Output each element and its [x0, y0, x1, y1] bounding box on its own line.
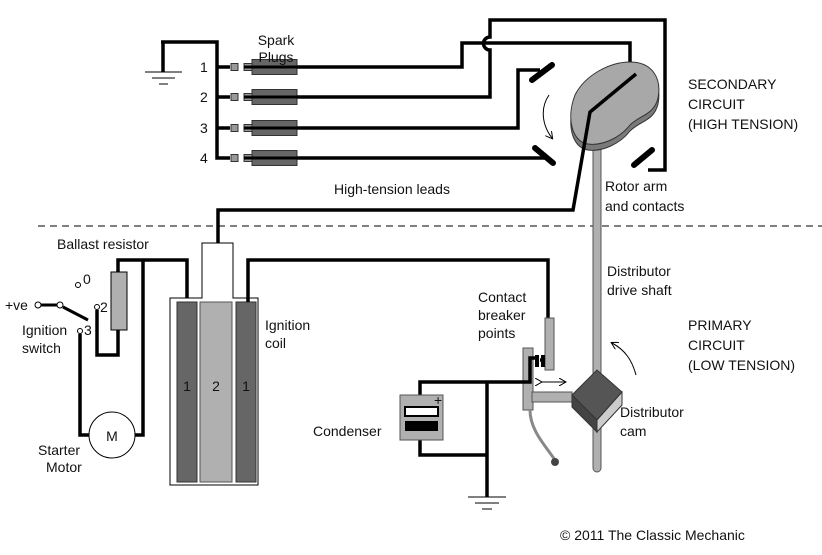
ground-symbol-primary: [468, 496, 506, 510]
plug-number-3: 3: [200, 120, 208, 136]
switch-to-ballast-wire: [95, 310, 120, 357]
contact-breaker-label-line3: points: [478, 325, 515, 341]
ht-lead-2: [297, 18, 667, 172]
rotor: [570, 61, 660, 151]
copyright: © 2011 The Classic Mechanic: [560, 527, 745, 543]
plug-number-1: 1: [200, 59, 208, 75]
plug-number-4: 4: [200, 150, 208, 166]
plug-number-2: 2: [200, 89, 208, 105]
switch-terminal-2: 2: [100, 299, 108, 315]
spark-plug-4: [230, 150, 298, 166]
ignition-switch-label-line2: switch: [22, 340, 61, 356]
switch-terminal-3: 3: [84, 322, 92, 338]
ballast-resistor: [110, 271, 128, 331]
secondary-circuit-label-line3: (HIGH TENSION): [688, 116, 798, 132]
switch-terminal-supply: +ve: [5, 297, 28, 313]
coil-primary-label-left: 1: [183, 378, 191, 394]
spark-plugs-label: Spark: [258, 32, 296, 48]
ht-lead-1: [297, 41, 632, 72]
spark-plugs-label-line2: Plugs: [258, 49, 293, 65]
secondary-circuit-label: SECONDARY: [688, 76, 777, 92]
starter-motor-label: Starter: [38, 442, 80, 458]
starter-feed-wire: [135, 260, 145, 437]
primary-circuit-label-line2: CIRCUIT: [688, 337, 745, 353]
high-tension-leads-label: High-tension leads: [334, 181, 450, 197]
ignition-switch: [34, 282, 100, 334]
rotor-arm-label: Rotor arm: [605, 178, 667, 194]
rotor-rotation-arrow: [542, 94, 552, 138]
primary-circuit-label: PRIMARY: [688, 317, 752, 333]
ignition-coil-label: Ignition: [265, 317, 310, 333]
motor-symbol: M: [106, 428, 118, 444]
secondary-circuit-label-line2: CIRCUIT: [688, 96, 745, 112]
breaker-spring: [528, 409, 557, 461]
condenser-earth-wire: [418, 440, 487, 457]
plug-earth-branches: [217, 65, 230, 130]
starter-motor: M: [88, 411, 136, 459]
distributor-cam-label: Distributor: [620, 404, 684, 420]
ground-symbol-plugs: [145, 42, 182, 85]
primary-circuit-label-line3: (LOW TENSION): [688, 357, 795, 373]
ignition-coil: 1 2 1: [169, 242, 259, 486]
contact-breaker-label-line2: breaker: [478, 307, 526, 323]
plug-earth-wire: [161, 40, 230, 160]
ballast-to-coil-wire: [116, 258, 189, 302]
rotor-arm-label-line2: and contacts: [605, 198, 684, 214]
contact-breaker-label: Contact: [478, 289, 526, 305]
distributor-shaft-label-line2: drive shaft: [607, 282, 672, 298]
spark-plug-3: [230, 120, 298, 136]
distributor-cam-label-line2: cam: [620, 423, 646, 439]
coil-ht-lead-rotor-arm: [216, 72, 638, 300]
distributor-cam: [571, 369, 623, 434]
switch-terminal-0: 0: [83, 271, 91, 287]
ht-lead-3: [297, 68, 540, 130]
condenser-label: Condenser: [313, 423, 382, 439]
contact-breaker: [522, 317, 573, 411]
ballast-resistor-label: Ballast resistor: [57, 236, 149, 252]
ignition-coil-label-line2: coil: [265, 335, 286, 351]
coil-primary-label-right: 1: [242, 378, 250, 394]
condenser-plus: +: [434, 392, 442, 408]
starter-motor-label-line2: Motor: [46, 459, 82, 475]
switch-to-starter-wire: [78, 334, 89, 437]
condenser: +: [399, 392, 444, 441]
cam-rotation-arrow: [612, 343, 637, 376]
breaker-spring-pivot: [551, 458, 559, 466]
breaker-earth-wire: [418, 356, 537, 398]
coil-secondary-label: 2: [212, 378, 220, 394]
distributor-shaft-label: Distributor: [607, 263, 671, 279]
ignition-switch-label: Ignition: [22, 322, 67, 338]
spark-plug-2: [230, 89, 298, 105]
